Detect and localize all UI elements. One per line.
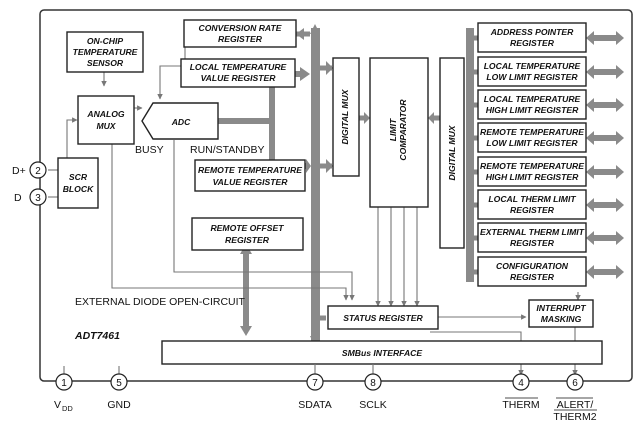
local-temperature-low-limit-register: LOCAL TEMPERATURE LOW LIMIT REGISTER xyxy=(477,56,587,87)
svg-text:THERM2: THERM2 xyxy=(553,411,596,423)
svg-text:INTERRUPT: INTERRUPT xyxy=(536,303,586,313)
svg-text:VALUE REGISTER: VALUE REGISTER xyxy=(201,73,277,83)
external-therm-limit-register: EXTERNAL THERM LIMIT REGISTER xyxy=(477,222,587,253)
svg-text:COMPARATOR: COMPARATOR xyxy=(398,99,408,161)
svg-text:LOCAL TEMPERATURE: LOCAL TEMPERATURE xyxy=(484,61,581,71)
pin-sclk: 8 SCLK xyxy=(359,364,387,411)
svg-text:MASKING: MASKING xyxy=(541,314,582,324)
svg-text:EXTERNAL THERM LIMIT: EXTERNAL THERM LIMIT xyxy=(480,227,585,237)
svg-text:CONVERSION RATE: CONVERSION RATE xyxy=(199,23,282,33)
svg-text:2: 2 xyxy=(35,166,41,177)
svg-text:3: 3 xyxy=(35,193,41,204)
svg-text:TEMPERATURE: TEMPERATURE xyxy=(73,47,138,57)
pin-alert-therm2: 6 ALERT/ THERM2 xyxy=(553,373,597,423)
remote-offset-register: REMOTE OFFSET REGISTER xyxy=(191,217,304,251)
svg-text:LOW LIMIT REGISTER: LOW LIMIT REGISTER xyxy=(486,72,578,82)
digital-mux-left: DIGITAL MUX xyxy=(332,57,360,177)
address-pointer-register: ADDRESS POINTER REGISTER xyxy=(477,22,587,53)
digital-mux-right: DIGITAL MUX xyxy=(439,57,465,249)
svg-text:REMOTE TEMPERATURE: REMOTE TEMPERATURE xyxy=(480,127,584,137)
svg-text:SCR: SCR xyxy=(69,172,88,182)
svg-text:SENSOR: SENSOR xyxy=(87,58,124,68)
chip-name: ADT7461 xyxy=(74,330,120,342)
svg-text:ADC: ADC xyxy=(171,117,191,127)
pin-d-minus: D 3 xyxy=(14,188,47,206)
svg-text:V: V xyxy=(54,399,61,411)
svg-text:REMOTE TEMPERATURE: REMOTE TEMPERATURE xyxy=(198,165,302,175)
interrupt-masking-block: INTERRUPT MASKING xyxy=(528,299,594,328)
remote-temperature-value-register: REMOTE TEMPERATURE VALUE REGISTER xyxy=(194,159,306,192)
svg-text:HIGH LIMIT REGISTER: HIGH LIMIT REGISTER xyxy=(486,105,579,115)
svg-text:LOCAL THERM LIMIT: LOCAL THERM LIMIT xyxy=(488,194,576,204)
conversion-rate-register: CONVERSION RATE REGISTER xyxy=(183,19,297,48)
adc-block: ADC xyxy=(141,102,219,140)
pin-therm: 4 THERM xyxy=(502,373,540,411)
on-chip-temperature-sensor-block: ON-CHIP TEMPERATURE SENSOR xyxy=(66,31,144,73)
svg-text:ALERT/: ALERT/ xyxy=(557,399,594,411)
svg-text:LIMIT: LIMIT xyxy=(388,118,398,141)
svg-text:REGISTER: REGISTER xyxy=(510,38,555,48)
status-register: STATUS REGISTER xyxy=(327,305,439,330)
svg-text:ON-CHIP: ON-CHIP xyxy=(87,36,124,46)
svg-text:8: 8 xyxy=(370,378,376,389)
pin-vdd: 1 V DD xyxy=(54,373,73,413)
scr-block: SCR BLOCK xyxy=(57,157,99,209)
svg-text:DD: DD xyxy=(62,404,73,413)
svg-text:DIGITAL MUX: DIGITAL MUX xyxy=(340,88,350,144)
right-register-buses xyxy=(466,28,624,282)
svg-text:SDATA: SDATA xyxy=(298,399,331,411)
busy-label: BUSY xyxy=(135,144,164,156)
svg-text:LOCAL TEMPERATURE: LOCAL TEMPERATURE xyxy=(484,94,581,104)
local-therm-limit-register: LOCAL THERM LIMIT REGISTER xyxy=(477,189,587,220)
local-temperature-value-register: LOCAL TEMPERATURE VALUE REGISTER xyxy=(180,58,296,88)
analog-mux-block: ANALOG MUX xyxy=(77,95,135,145)
configuration-register: CONFIGURATION REGISTER xyxy=(477,256,587,287)
svg-text:DIGITAL MUX: DIGITAL MUX xyxy=(447,124,457,180)
svg-text:D: D xyxy=(14,192,22,204)
svg-text:REMOTE OFFSET: REMOTE OFFSET xyxy=(210,223,284,233)
svg-text:ANALOG: ANALOG xyxy=(86,109,125,119)
svg-text:REGISTER: REGISTER xyxy=(218,34,263,44)
svg-text:D+: D+ xyxy=(12,165,26,177)
pin-d-plus: D+ 2 xyxy=(12,161,47,179)
svg-text:REGISTER: REGISTER xyxy=(510,238,555,248)
smbus-interface-block: SMBus INTERFACE xyxy=(161,340,603,365)
svg-text:HIGH LIMIT REGISTER: HIGH LIMIT REGISTER xyxy=(486,172,579,182)
pin-sdata: 7 SDATA xyxy=(298,364,332,411)
remote-temperature-high-limit-register: REMOTE TEMPERATURE HIGH LIMIT REGISTER xyxy=(477,156,587,187)
svg-text:REGISTER: REGISTER xyxy=(510,272,555,282)
svg-text:REMOTE TEMPERATURE: REMOTE TEMPERATURE xyxy=(480,161,584,171)
svg-text:SMBus INTERFACE: SMBus INTERFACE xyxy=(342,348,422,358)
pin-gnd: 5 GND xyxy=(107,373,131,411)
svg-text:REGISTER: REGISTER xyxy=(510,205,555,215)
svg-text:SCLK: SCLK xyxy=(359,399,386,411)
run-standby-label: RUN/STANDBY xyxy=(190,144,264,156)
svg-text:GND: GND xyxy=(107,399,131,411)
svg-text:LOW LIMIT REGISTER: LOW LIMIT REGISTER xyxy=(486,138,578,148)
svg-text:BLOCK: BLOCK xyxy=(63,184,94,194)
svg-text:5: 5 xyxy=(116,378,122,389)
svg-text:VALUE REGISTER: VALUE REGISTER xyxy=(213,177,289,187)
svg-text:1: 1 xyxy=(61,378,67,389)
external-diode-open-circuit-label: EXTERNAL DIODE OPEN-CIRCUIT xyxy=(75,296,246,308)
local-temperature-high-limit-register: LOCAL TEMPERATURE HIGH LIMIT REGISTER xyxy=(477,89,587,120)
svg-text:STATUS REGISTER: STATUS REGISTER xyxy=(343,313,423,323)
remote-temperature-low-limit-register: REMOTE TEMPERATURE LOW LIMIT REGISTER xyxy=(477,122,587,153)
svg-text:CONFIGURATION: CONFIGURATION xyxy=(496,261,569,271)
limit-comparator: LIMIT COMPARATOR xyxy=(369,57,429,208)
svg-text:7: 7 xyxy=(312,378,318,389)
svg-text:LOCAL TEMPERATURE: LOCAL TEMPERATURE xyxy=(190,62,287,72)
svg-text:MUX: MUX xyxy=(96,121,116,131)
svg-text:6: 6 xyxy=(572,378,578,389)
svg-text:THERM: THERM xyxy=(502,399,539,411)
svg-text:4: 4 xyxy=(518,378,524,389)
svg-text:REGISTER: REGISTER xyxy=(225,235,270,245)
main-data-bus xyxy=(311,28,320,342)
svg-text:ADDRESS POINTER: ADDRESS POINTER xyxy=(490,27,574,37)
